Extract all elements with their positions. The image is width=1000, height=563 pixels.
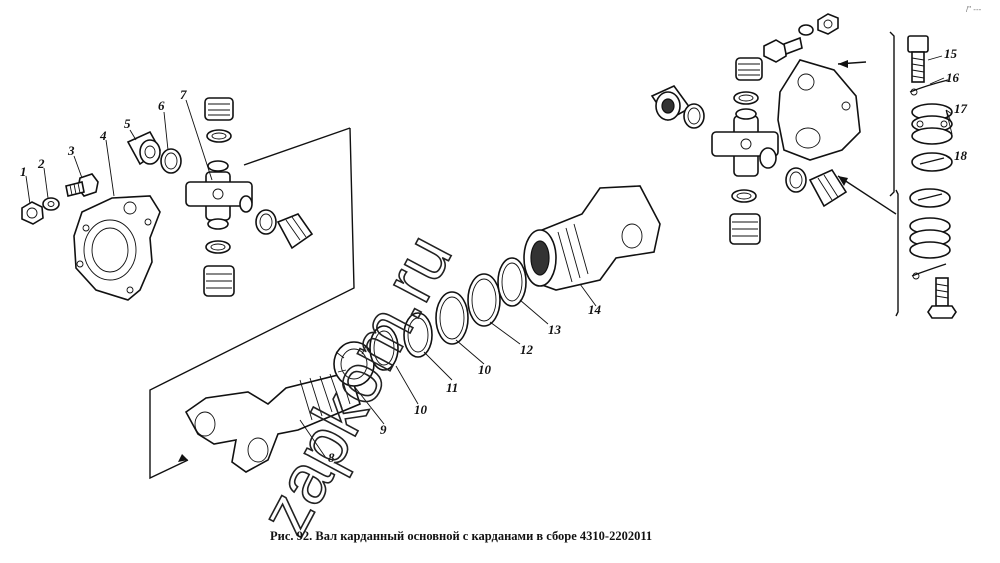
label-3: 3 [67, 143, 75, 158]
lock-wire-16 [909, 79, 949, 96]
sleeve-yoke-14 [523, 185, 661, 291]
bolt-3 [65, 173, 99, 197]
ring-10b [403, 312, 433, 358]
label-15: 15 [944, 46, 958, 61]
leader-lines [25, 55, 953, 459]
yoke-8 [184, 371, 361, 473]
label-10a: 10 [414, 402, 428, 417]
seal-6 [160, 148, 182, 174]
corner-mark: /" --- [966, 5, 982, 14]
right-flange [777, 59, 861, 161]
ring-12 [467, 273, 501, 327]
label-18: 18 [954, 148, 968, 163]
watermark-text: zapkom.ru [244, 222, 466, 547]
nut-1 [21, 201, 44, 225]
assembly-guide-lines [149, 31, 899, 480]
label-6: 6 [158, 98, 165, 113]
right-cup-right [785, 167, 848, 208]
plate-18 [911, 152, 953, 172]
bearing-cup-5 [126, 130, 162, 166]
ring-13 [497, 257, 527, 307]
washer-2 [42, 197, 60, 211]
label-7: 7 [180, 87, 187, 102]
right-cup-left [650, 85, 705, 129]
label-17: 17 [954, 101, 968, 116]
left-cup-top [204, 97, 234, 143]
left-cup-right [255, 209, 314, 250]
label-14: 14 [588, 302, 602, 317]
right-spider [711, 108, 779, 177]
label-11: 11 [446, 380, 458, 395]
ring-10a [369, 325, 399, 371]
flange-4 [73, 195, 161, 301]
lower-plate-stack [909, 188, 951, 280]
label-10b: 10 [478, 362, 492, 377]
part-number-labels: 1 2 3 4 5 6 7 8 9 10 10 11 12 13 14 15 1… [20, 46, 968, 465]
label-1: 1 [20, 164, 27, 179]
right-cup-bottom [729, 189, 761, 245]
label-9: 9 [380, 422, 387, 437]
lower-bolt [927, 277, 957, 319]
bolt-15 [907, 35, 929, 83]
spider-7 [185, 160, 253, 230]
label-5: 5 [124, 116, 131, 131]
label-2: 2 [37, 156, 45, 171]
figure-caption: Рис. 92. Вал карданный основной с кардан… [270, 529, 652, 543]
ring-11 [435, 291, 469, 345]
label-13: 13 [548, 322, 562, 337]
right-bolt-top [763, 36, 803, 63]
label-16: 16 [946, 70, 960, 85]
label-8: 8 [328, 450, 335, 465]
left-cup-bottom [203, 240, 235, 297]
label-12: 12 [520, 342, 534, 357]
label-4: 4 [99, 128, 107, 143]
lock-plates-17 [911, 103, 953, 145]
right-nut-top [798, 13, 839, 36]
right-cup-top [733, 57, 763, 105]
